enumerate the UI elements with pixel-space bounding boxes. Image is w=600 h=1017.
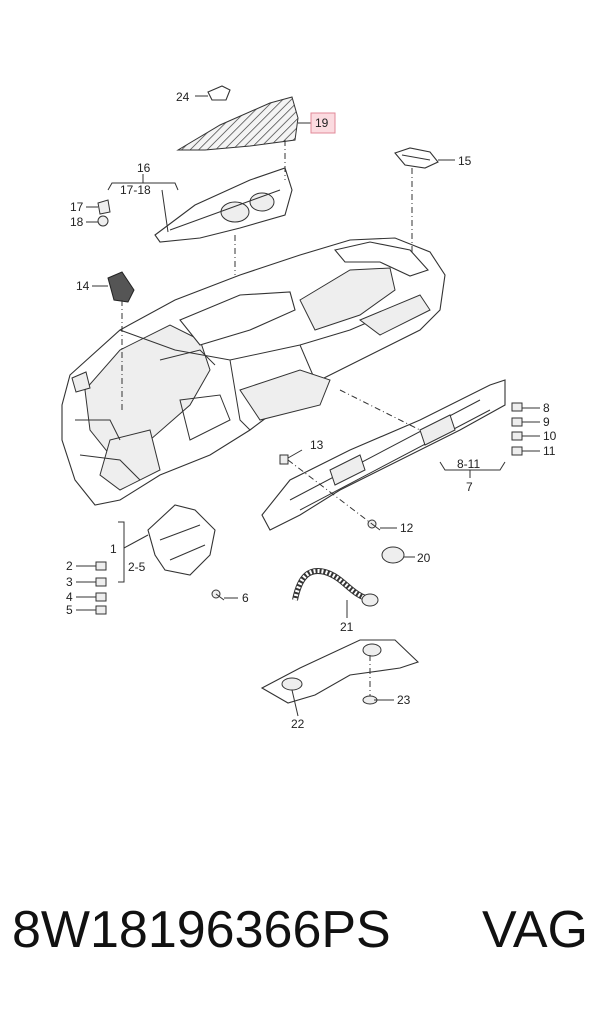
clip-17 (97, 199, 111, 215)
callout-6: 6 (242, 591, 249, 605)
right-air-vent (394, 147, 439, 169)
dashboard-trim-grille (176, 96, 299, 151)
callout-24: 24 (176, 90, 190, 104)
parts-diagram: 24 19 15 16 17-18 17 18 14 13 8 9 10 11 … (61, 85, 557, 731)
part-number: 8W18196366PS (12, 901, 391, 959)
clip-3 (95, 577, 107, 587)
footer: 8W18196366PS VAG (0, 900, 600, 970)
cap-20 (381, 546, 405, 564)
bracket-1 (147, 504, 216, 576)
callout-22: 22 (291, 717, 305, 731)
instrument-cluster-cover (154, 167, 293, 243)
callout-12: 12 (400, 521, 414, 535)
clip-11 (511, 446, 523, 456)
callout-7: 7 (466, 480, 473, 494)
clip-8 (511, 402, 523, 412)
callout-14: 14 (76, 279, 90, 293)
callout-10: 10 (543, 429, 557, 443)
callout-15: 15 (458, 154, 472, 168)
insulation-plate-22 (260, 639, 420, 704)
callout-2: 2 (66, 559, 73, 573)
callout-2-5: 2-5 (128, 560, 146, 574)
dashboard-panel (61, 237, 446, 506)
clip-10 (511, 431, 523, 441)
clip-9 (511, 417, 523, 427)
clip-2 (95, 561, 107, 571)
callout-4: 4 (66, 590, 73, 604)
leader-lines (76, 95, 540, 717)
callout-8: 8 (543, 401, 550, 415)
callout-16: 16 (137, 161, 151, 175)
callout-9: 9 (543, 415, 550, 429)
left-air-vent (107, 271, 135, 303)
callout-13: 13 (310, 438, 324, 452)
callout-3: 3 (66, 575, 73, 589)
callout-21: 21 (340, 620, 354, 634)
callout-23: 23 (397, 693, 411, 707)
hose-21 (292, 568, 379, 607)
callout-17: 17 (70, 200, 84, 214)
clip-5 (95, 605, 107, 615)
callout-17-18: 17-18 (120, 183, 151, 197)
callout-8-11: 8-11 (457, 457, 480, 471)
clip-24 (207, 85, 231, 101)
callout-18: 18 (70, 215, 84, 229)
centre-crossmember (261, 379, 506, 531)
clip-18 (97, 215, 109, 227)
callout-20: 20 (417, 551, 431, 565)
screw-6 (211, 589, 225, 601)
highlight-box-19 (310, 112, 336, 134)
callout-5: 5 (66, 603, 73, 617)
callout-1: 1 (110, 542, 117, 556)
callout-19: 19 (315, 116, 329, 130)
screw-12 (367, 519, 381, 531)
brand-name: VAG (482, 901, 588, 959)
clip-4 (95, 592, 107, 602)
clip-13 (279, 454, 289, 465)
callout-11: 11 (543, 444, 556, 458)
